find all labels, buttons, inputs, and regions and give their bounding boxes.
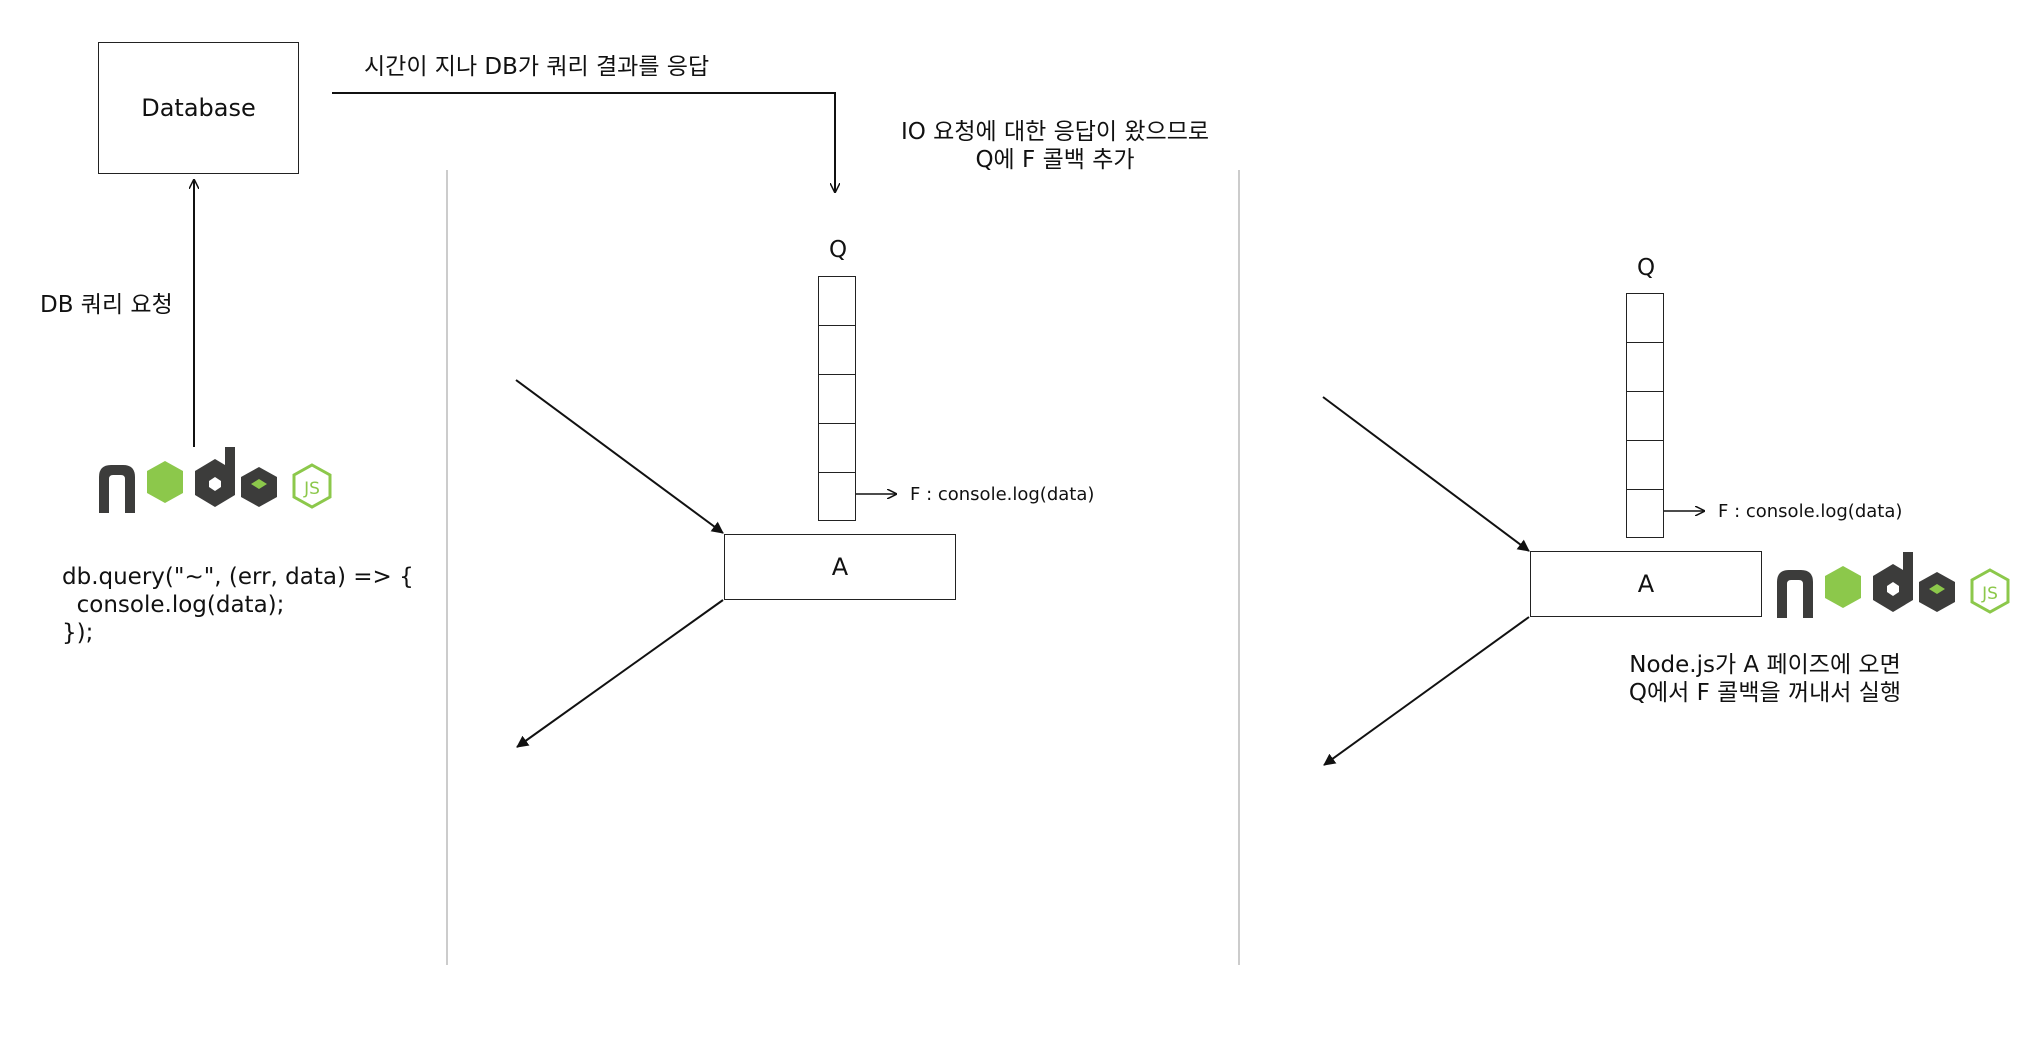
right-queue-slot-callback <box>1626 489 1664 538</box>
logo-letter-d-icon <box>1873 552 1913 612</box>
logo-letter-n-icon <box>1777 570 1813 618</box>
right-callback-label: F : console.log(data) <box>1718 501 1903 522</box>
mid-note: IO 요청에 대한 응답이 왔으므로 Q에 F 콜백 추가 <box>830 118 1280 174</box>
right-queue-slot <box>1626 391 1664 440</box>
right-note: Node.js가 A 페이즈에 오면 Q에서 F 콜백을 꺼내서 실행 <box>1540 651 1990 707</box>
logo-letter-d-icon <box>195 447 235 507</box>
logo-letter-o-icon <box>147 461 183 503</box>
mid-callback-label: F : console.log(data) <box>910 484 1095 505</box>
nodejs-logo-right: JS <box>1775 552 2011 624</box>
logo-js-badge-icon: JS <box>292 463 332 509</box>
right-note-line-1: Node.js가 A 페이즈에 오면 <box>1629 652 1901 678</box>
mid-queue-slot <box>818 423 856 472</box>
database-label: Database <box>141 94 256 122</box>
right-queue <box>1626 293 1664 538</box>
right-queue-label: Q <box>1636 255 1656 281</box>
svg-text:JS: JS <box>303 479 320 499</box>
logo-letter-e-icon <box>241 467 277 507</box>
right-phase-box: A <box>1530 551 1762 617</box>
mid-phase-label: A <box>831 553 849 581</box>
mid-queue-label: Q <box>828 237 848 263</box>
code-snippet: db.query("~", (err, data) => { console.l… <box>62 563 414 647</box>
code-line-2: console.log(data); <box>62 592 285 618</box>
right-phase-label: A <box>1637 570 1655 598</box>
mid-queue <box>818 276 856 521</box>
mid-outgoing-arrow <box>516 599 724 748</box>
code-line-1: db.query("~", (err, data) => { <box>62 564 414 590</box>
logo-letter-n-icon <box>99 465 135 513</box>
mid-queue-slot <box>818 276 856 325</box>
mid-note-line-2: Q에 F 콜백 추가 <box>975 147 1135 173</box>
right-note-line-2: Q에서 F 콜백을 꺼내서 실행 <box>1628 680 1902 706</box>
mid-queue-slot-callback <box>818 472 856 521</box>
db-response-label: 시간이 지나 DB가 쿼리 결과를 응답 <box>364 54 710 80</box>
right-queue-slot <box>1626 342 1664 391</box>
logo-letter-o-icon <box>1825 566 1861 608</box>
right-queue-slot <box>1626 293 1664 342</box>
mid-queue-slot <box>818 325 856 374</box>
nodejs-logo-left: JS <box>97 447 333 519</box>
right-queue-slot <box>1626 440 1664 489</box>
mid-queue-slot <box>818 374 856 423</box>
mid-phase-box: A <box>724 534 956 600</box>
right-outgoing-arrow <box>1323 616 1530 766</box>
mid-incoming-arrow <box>515 379 724 534</box>
logo-letter-e-icon <box>1919 572 1955 612</box>
code-line-3: }); <box>62 620 94 646</box>
svg-text:JS: JS <box>1981 584 1998 604</box>
right-incoming-arrow <box>1322 396 1530 552</box>
db-response-arrow <box>332 92 835 192</box>
logo-js-badge-icon: JS <box>1970 568 2010 614</box>
db-request-label: DB 쿼리 요청 <box>40 292 173 318</box>
database-box: Database <box>98 42 299 174</box>
mid-note-line-1: IO 요청에 대한 응답이 왔으므로 <box>900 119 1210 145</box>
